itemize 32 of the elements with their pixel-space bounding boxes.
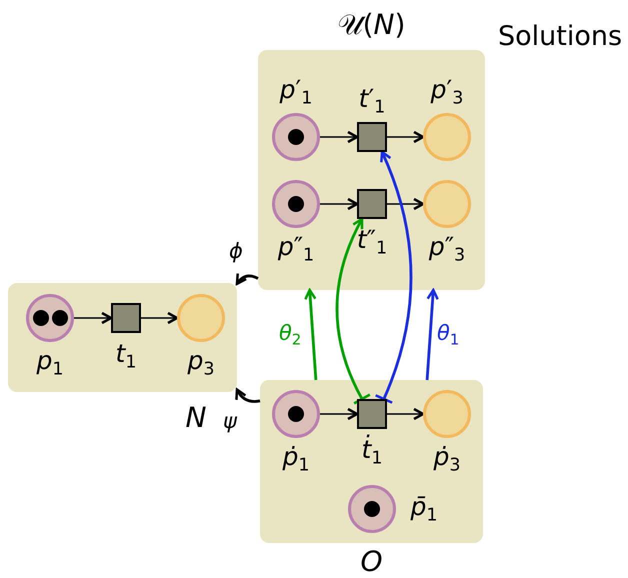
arrow bbox=[387, 408, 424, 420]
net-label: 𝒰(N) bbox=[336, 7, 406, 43]
arrow bbox=[387, 130, 424, 144]
net-label: N bbox=[184, 400, 208, 436]
arrow bbox=[426, 288, 439, 380]
inhibitor-arc bbox=[336, 218, 372, 404]
place-label: p″$_{1}$ bbox=[276, 230, 316, 267]
place-label: ṗ$_{1}$ bbox=[281, 440, 310, 477]
edge-label: ϕ bbox=[228, 240, 244, 263]
side-label: Solutions bbox=[496, 20, 624, 54]
place-label: ṗ$_{3}$ bbox=[432, 440, 462, 477]
arrow bbox=[320, 130, 358, 144]
arrow bbox=[141, 312, 178, 324]
arrow bbox=[304, 288, 318, 380]
inhibitor-arc bbox=[374, 150, 412, 404]
arrow bbox=[236, 388, 260, 403]
arrow bbox=[74, 312, 112, 324]
arrow bbox=[320, 408, 358, 420]
place-label: p′$_{3}$ bbox=[430, 74, 464, 110]
place-label: p″$_{3}$ bbox=[428, 230, 466, 267]
place-label: p$_{3}$ bbox=[186, 344, 216, 381]
place-label: p$_{1}$ bbox=[35, 344, 64, 381]
place-label: p′$_{1}$ bbox=[278, 74, 314, 110]
transition-label: t″$_{1}$ bbox=[356, 224, 388, 260]
arrow bbox=[236, 272, 259, 286]
transition-label: t′$_{1}$ bbox=[358, 82, 386, 119]
place-label: p̄$_{1}$ bbox=[409, 490, 438, 527]
transition-label: ṫ$_{1}$ bbox=[360, 434, 384, 470]
arrow bbox=[320, 198, 358, 210]
arrow bbox=[387, 198, 424, 210]
transition-label: t$_{1}$ bbox=[114, 338, 138, 374]
net-label: O bbox=[359, 546, 384, 578]
